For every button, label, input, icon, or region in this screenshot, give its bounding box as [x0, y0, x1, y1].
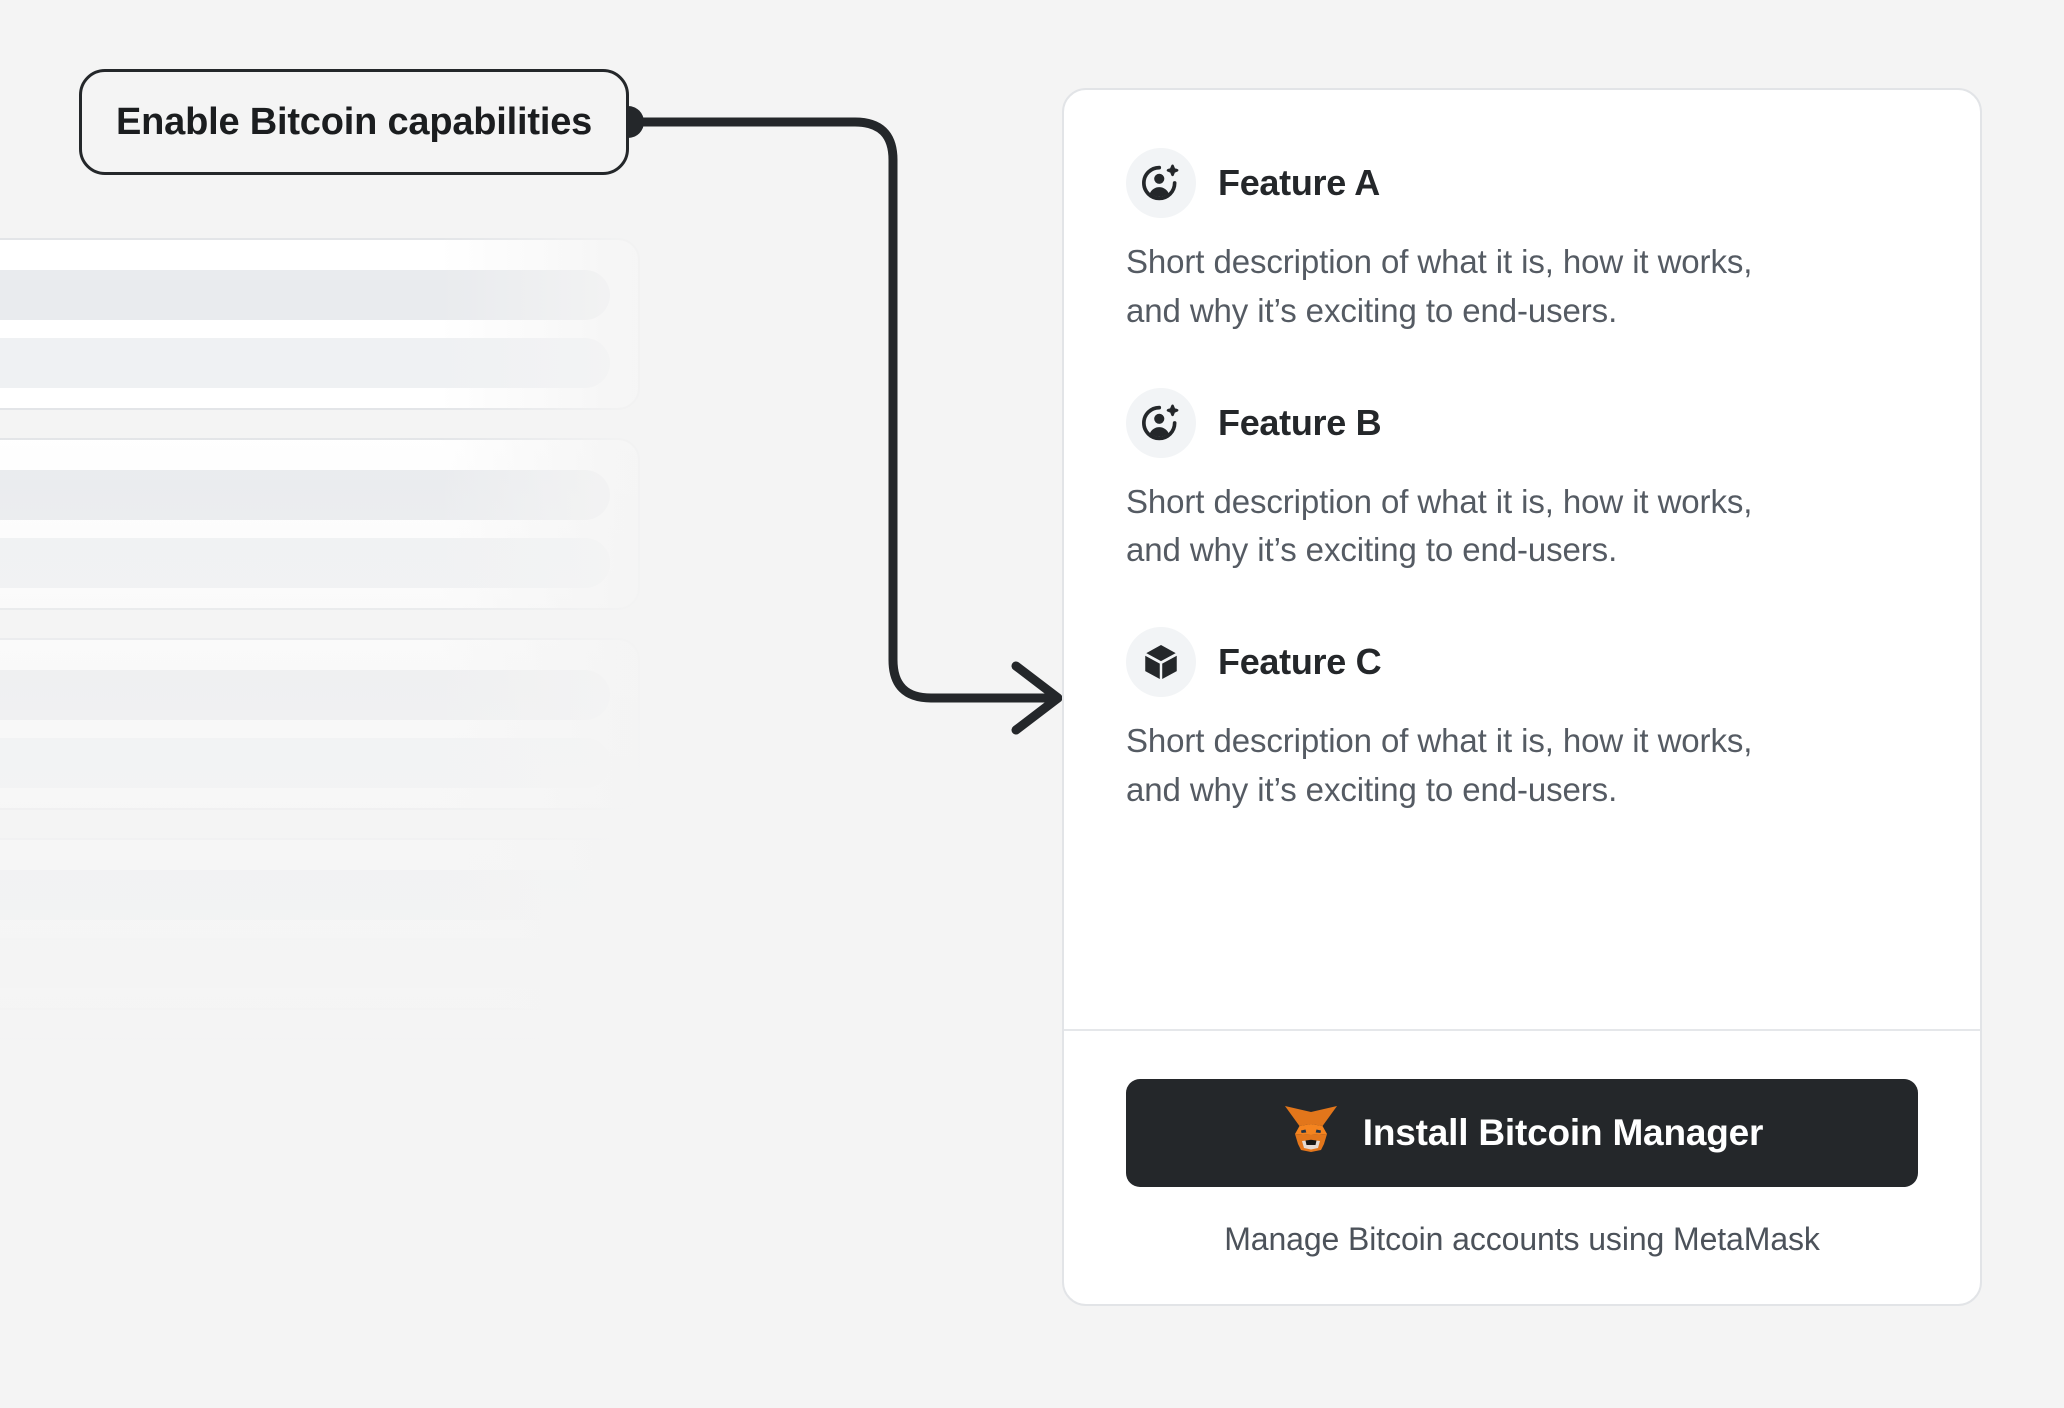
feature-title: Feature B — [1218, 401, 1382, 443]
card-footer: Install Bitcoin Manager Manage Bitcoin a… — [1064, 1031, 1980, 1304]
feature-card: Feature A Short description of what it i… — [1062, 88, 1982, 1306]
skeleton-bar — [0, 538, 610, 588]
feature-header: Feature A — [1126, 148, 1918, 218]
skeleton-bar — [0, 870, 610, 920]
install-bitcoin-manager-button[interactable]: Install Bitcoin Manager — [1126, 1079, 1918, 1187]
feature-header: Feature B — [1126, 387, 1918, 458]
skeleton-bar — [0, 670, 610, 720]
feature-description: Short description of what it is, how it … — [1126, 243, 1753, 329]
cube-icon — [1126, 627, 1196, 698]
footer-note: Manage Bitcoin accounts using MetaMask — [1224, 1221, 1820, 1257]
feature-list: Feature A Short description of what it i… — [1064, 90, 1980, 979]
skeleton-list-item — [0, 438, 640, 610]
feature-description: Short description of what it is, how it … — [1126, 722, 1753, 809]
skeleton-list-item — [0, 1038, 640, 1210]
callout-badge[interactable]: Enable Bitcoin capabilities — [79, 69, 630, 175]
skeleton-bar — [0, 270, 610, 320]
skeleton-bar — [0, 1138, 610, 1188]
feature-item: Feature C Short description of what it i… — [1126, 627, 1918, 815]
skeleton-list-item — [0, 638, 640, 810]
add-account-icon — [1126, 387, 1196, 458]
feature-title: Feature C — [1218, 641, 1382, 683]
feature-description: Short description of what it is, how it … — [1126, 482, 1753, 569]
metamask-fox-icon — [1281, 1104, 1341, 1163]
feature-title: Feature A — [1218, 162, 1381, 203]
skeleton-list-item — [0, 838, 640, 1010]
skeleton-bar — [0, 738, 610, 788]
card-divider — [1064, 1029, 1980, 1031]
skeleton-bar — [0, 338, 610, 388]
skeleton-bar — [0, 1070, 610, 1120]
feature-item: Feature B Short description of what it i… — [1126, 387, 1918, 576]
skeleton-bar — [0, 938, 610, 988]
callout-badge-label: Enable Bitcoin capabilities — [116, 100, 593, 143]
install-button-label: Install Bitcoin Manager — [1362, 1112, 1764, 1153]
skeleton-list-item — [0, 238, 640, 410]
skeleton-bar — [0, 470, 610, 520]
add-account-icon — [1126, 148, 1196, 218]
feature-item: Feature A Short description of what it i… — [1126, 148, 1918, 336]
feature-header: Feature C — [1126, 627, 1918, 698]
